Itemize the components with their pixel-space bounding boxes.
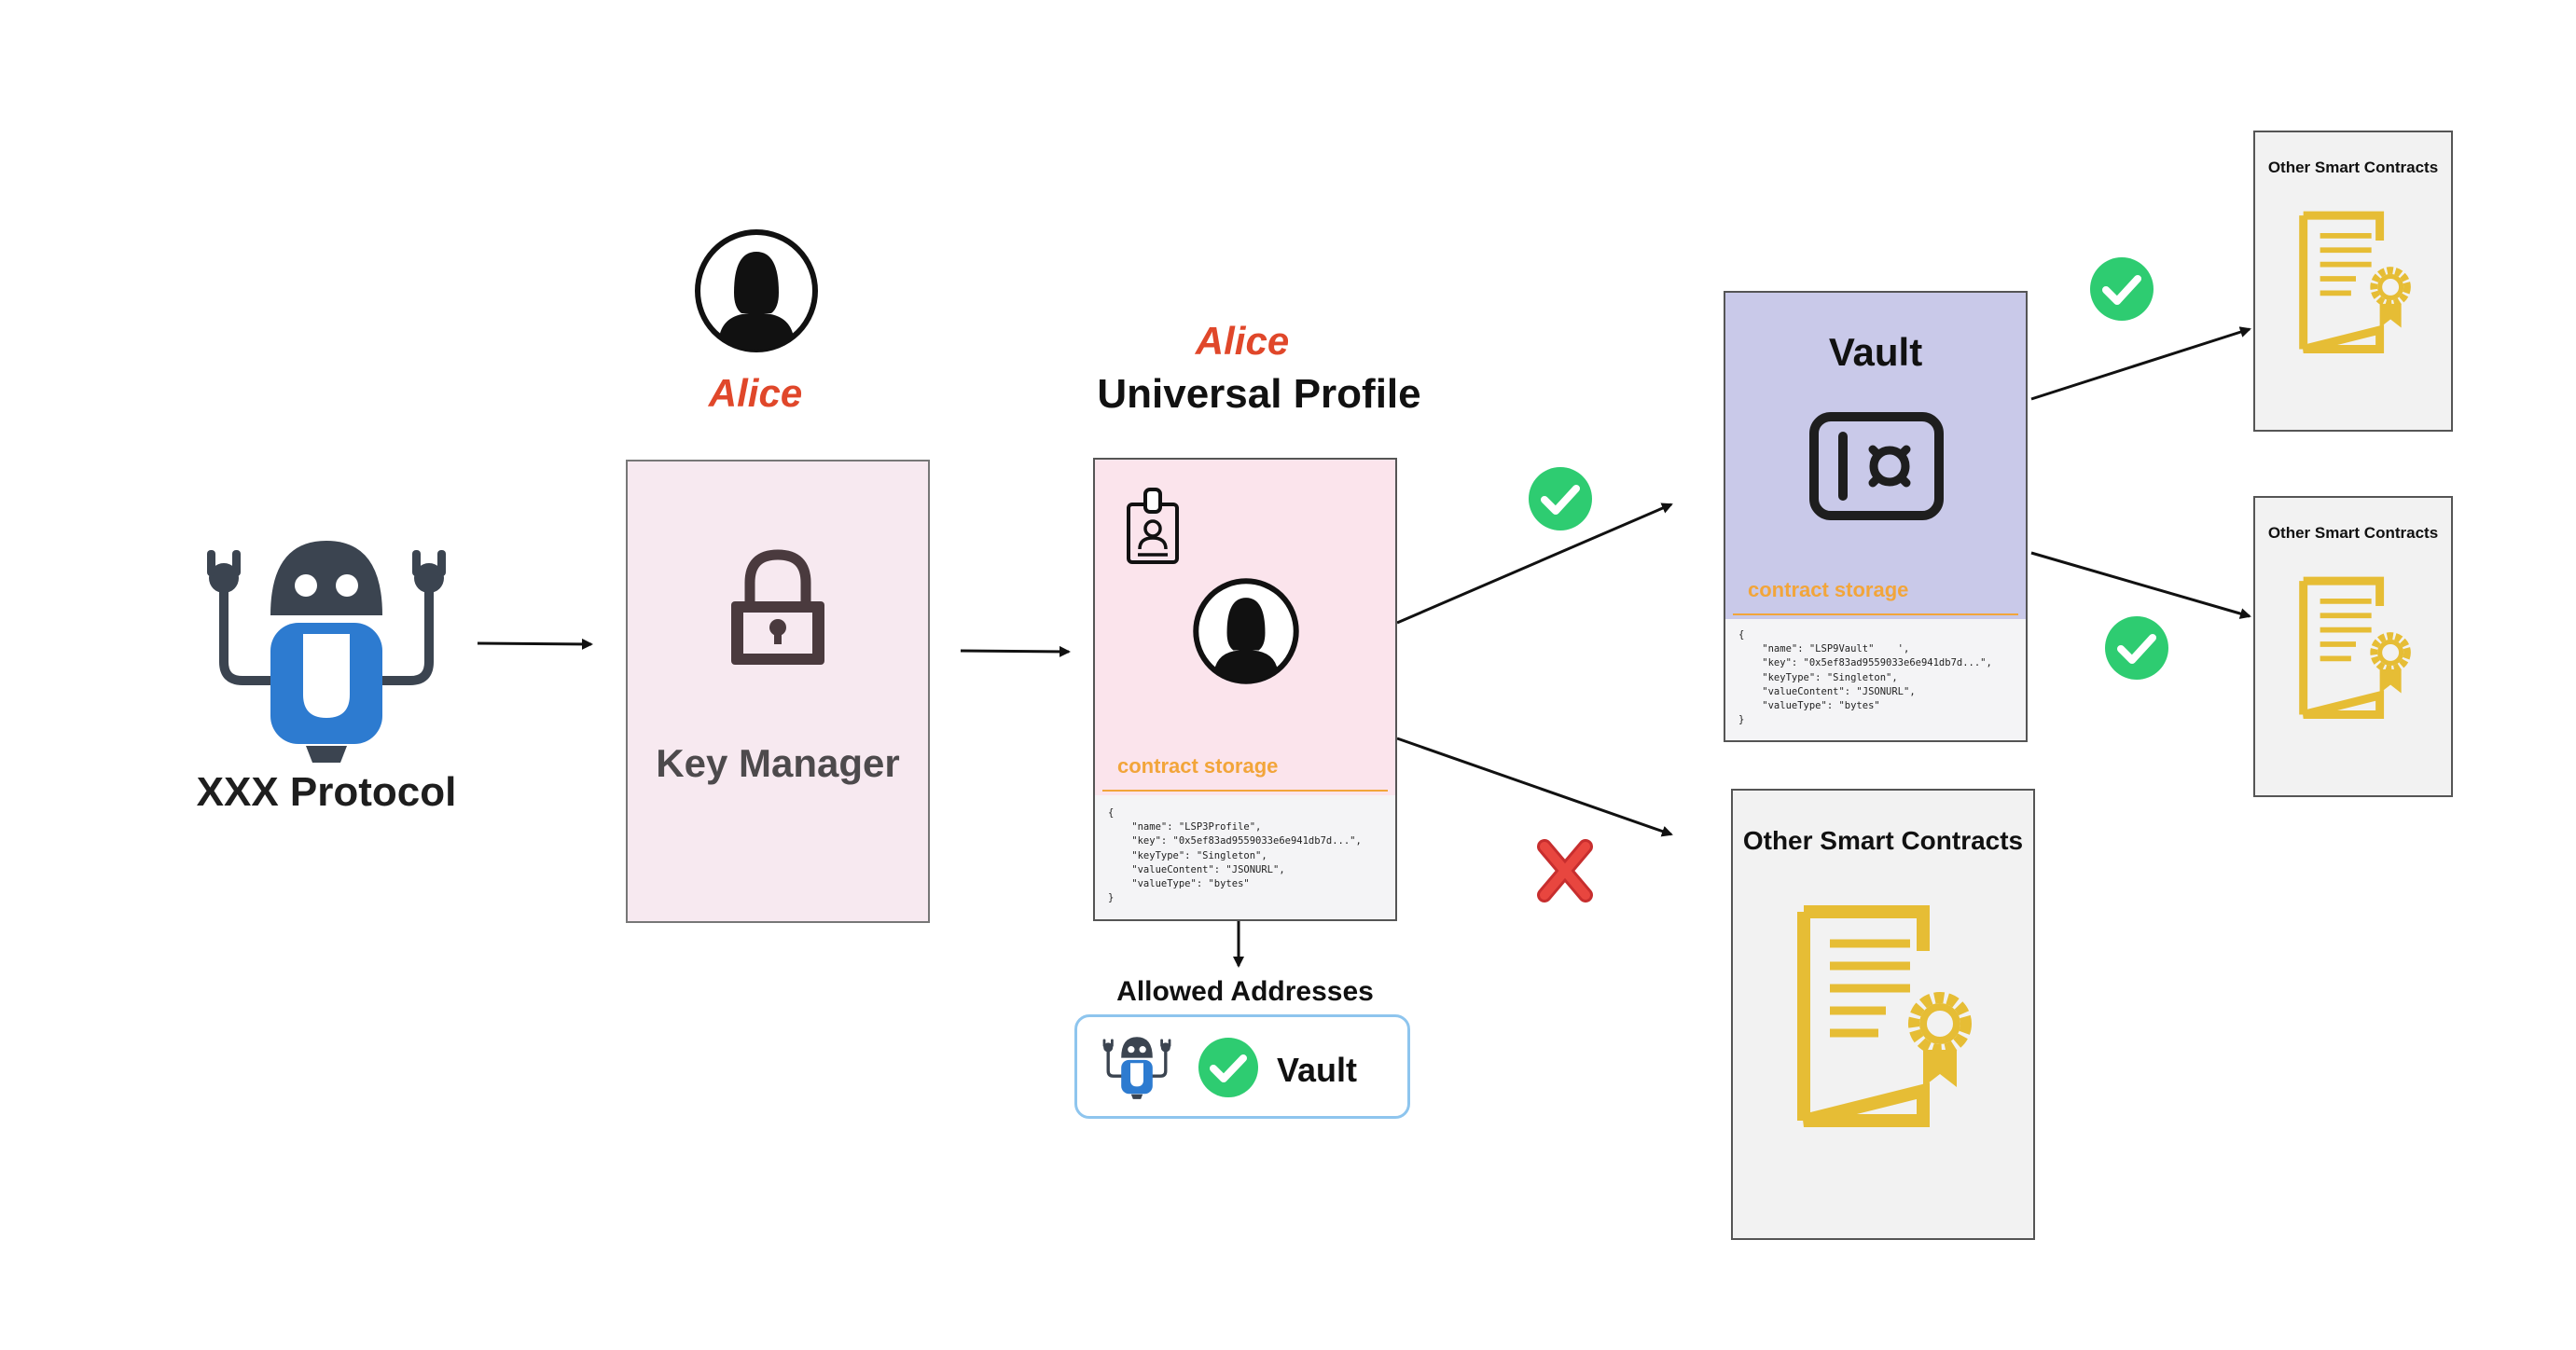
universal-profile-box: contract storage { "name": "LSP3Profile"… bbox=[1093, 458, 1397, 921]
cross-icon bbox=[1537, 839, 1593, 902]
check-icon bbox=[1529, 467, 1592, 530]
lock-icon bbox=[731, 549, 824, 665]
user-icon bbox=[695, 229, 818, 352]
arrow-profile-to-vault bbox=[1396, 503, 1673, 625]
key-manager-label: Key Manager bbox=[656, 741, 900, 785]
certificate-icon bbox=[2299, 576, 2411, 719]
vault-storage-json: { "name": "LSP9Vault" ', "key": "0x5ef83… bbox=[1738, 629, 1992, 726]
vault-storage-divider bbox=[1733, 613, 2018, 615]
alice-avatar-top bbox=[693, 227, 820, 354]
vault-title: Vault bbox=[1828, 330, 1923, 374]
robot-icon bbox=[1102, 1037, 1171, 1099]
other-contracts-title: Other Smart Contracts bbox=[2267, 524, 2439, 542]
vault-storage-label: contract storage bbox=[1748, 578, 1909, 601]
profile-storage-divider bbox=[1102, 790, 1388, 792]
arrow-keymanager-to-profile bbox=[960, 645, 1071, 657]
protocol-node: XXX Protocol bbox=[187, 522, 466, 830]
check-icon bbox=[2105, 616, 2168, 680]
check-icon bbox=[1198, 1038, 1258, 1097]
check-icon bbox=[2090, 257, 2154, 321]
profile-title: Universal Profile bbox=[1097, 371, 1421, 417]
other-contracts-title: Other Smart Contracts bbox=[1742, 826, 2024, 855]
other-contracts-box-top: Other Smart Contracts bbox=[2253, 131, 2453, 432]
allowed-address-entry: Vault bbox=[1277, 1051, 1358, 1089]
arrow-vault-to-top-contract bbox=[2030, 326, 2251, 401]
profile-storage-panel bbox=[1095, 795, 1395, 919]
protocol-label: XXX Protocol bbox=[196, 769, 457, 815]
vault-storage-panel bbox=[1725, 619, 2026, 740]
key-manager-owner: Alice bbox=[708, 371, 803, 415]
other-contracts-title: Other Smart Contracts bbox=[2267, 158, 2439, 176]
id-badge-icon bbox=[1127, 488, 1179, 564]
arrow-protocol-to-keymanager bbox=[477, 638, 593, 650]
arrow-profile-to-other bbox=[1396, 737, 1673, 837]
profile-storage-json: { "name": "LSP3Profile", "key": "0x5ef83… bbox=[1108, 807, 1362, 904]
arrow-vault-to-middle-contract bbox=[2030, 551, 2251, 619]
certificate-icon bbox=[1797, 905, 1972, 1127]
allowed-addresses-title: Allowed Addresses bbox=[1116, 976, 1374, 1007]
vault-box: Vault contract storage { "name": "LSP9Va… bbox=[1724, 291, 2028, 742]
certificate-icon bbox=[2299, 211, 2411, 353]
profile-owner: Alice bbox=[1195, 319, 1290, 363]
robot-icon bbox=[207, 541, 446, 763]
profile-storage-label: contract storage bbox=[1117, 754, 1279, 778]
other-contracts-box: Other Smart Contracts bbox=[1731, 789, 2035, 1240]
user-icon bbox=[1193, 578, 1299, 684]
safe-icon bbox=[1809, 412, 1944, 520]
other-contracts-box-middle: Other Smart Contracts bbox=[2253, 496, 2453, 797]
key-manager-box: Key Manager bbox=[626, 460, 930, 923]
allowed-addresses-panel: Vault bbox=[1074, 1014, 1410, 1119]
